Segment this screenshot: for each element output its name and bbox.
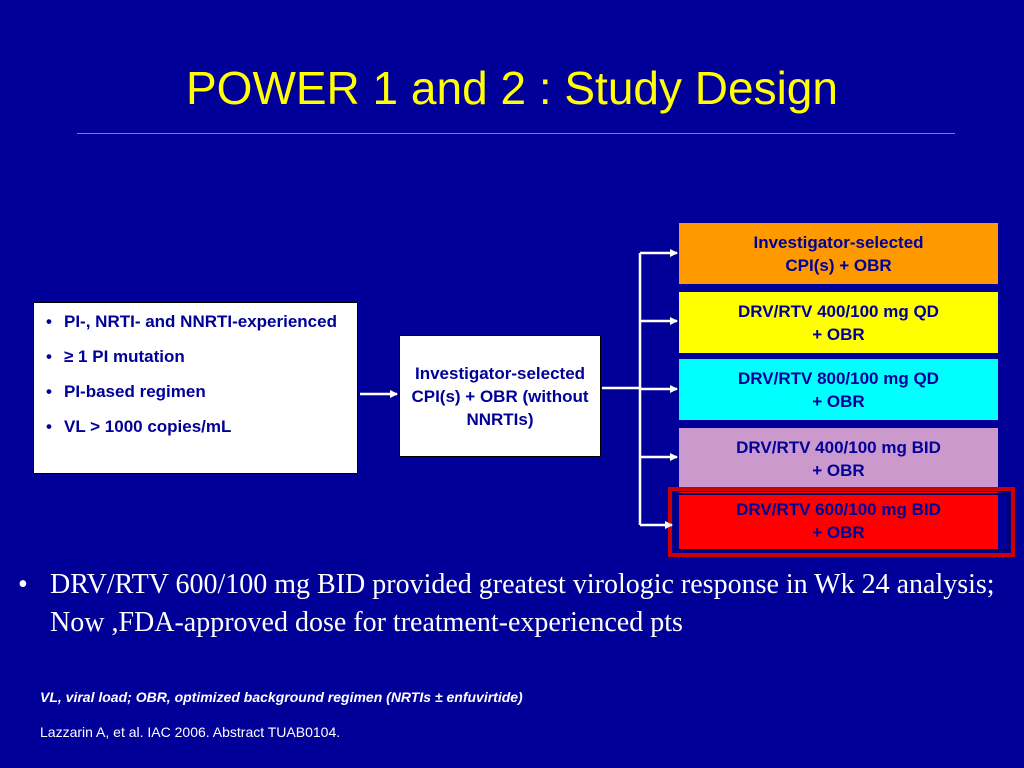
arm-box-investigator-selected: Investigator-selected CPI(s) + OBR [679, 223, 998, 284]
criteria-item: • PI-based regimen [44, 380, 347, 403]
arm-label-line2: + OBR [812, 460, 865, 480]
inclusion-criteria-box: • PI-, NRTI- and NNRTI-experienced • ≥ 1 P… [33, 302, 358, 474]
citation-footnote: Lazzarin A, et al. IAC 2006. Abstract TU… [40, 724, 341, 740]
arm-box-drv-800-qd: DRV/RTV 800/100 mg QD + OBR [679, 359, 998, 420]
title-divider [77, 133, 955, 134]
arm-box-drv-600-bid: DRV/RTV 600/100 mg BID + OBR [679, 492, 998, 550]
lead-in-box: Investigator-selected CPI(s) + OBR (with… [399, 335, 601, 457]
inclusion-criteria-list: • PI-, NRTI- and NNRTI-experienced • ≥ 1 P… [44, 310, 347, 438]
arm-label-line2: + OBR [812, 523, 865, 542]
arm-label-line1: DRV/RTV 600/100 mg BID [736, 500, 941, 519]
slide-title: POWER 1 and 2 : Study Design [186, 62, 838, 114]
arm-label-line1: DRV/RTV 400/100 mg QD [738, 301, 939, 321]
arm-label-line1: DRV/RTV 800/100 mg QD [738, 368, 939, 388]
arm-label-line1: Investigator-selected [753, 232, 924, 252]
arm-label-line2: + OBR [812, 391, 865, 411]
criteria-item-text: PI-, NRTI- and NNRTI-experienced [64, 312, 337, 331]
criteria-item-text: VL > 1000 copies/mL [64, 417, 232, 436]
arm-label-line2: CPI(s) + OBR [785, 255, 892, 275]
criteria-item-text: ≥ 1 PI mutation [64, 347, 185, 366]
bullet-icon: • [46, 347, 52, 366]
criteria-item: • ≥ 1 PI mutation [44, 345, 347, 368]
arm-box-drv-400-qd: DRV/RTV 400/100 mg QD + OBR [679, 292, 998, 353]
bullet-icon: • [46, 312, 52, 331]
arm-label-line1: DRV/RTV 400/100 mg BID [736, 437, 941, 457]
bullet-icon: • [46, 417, 52, 436]
lead-in-label: Investigator-selected CPI(s) + OBR (with… [411, 363, 589, 429]
bullet-icon: • [18, 569, 28, 600]
abbreviations-footnote: VL, viral load; OBR, optimized backgroun… [40, 689, 523, 705]
criteria-item-text: PI-based regimen [64, 382, 206, 401]
criteria-item: • VL > 1000 copies/mL [44, 415, 347, 438]
criteria-item: • PI-, NRTI- and NNRTI-experienced [44, 310, 347, 333]
conclusion-text: DRV/RTV 600/100 mg BID provided greatest… [50, 569, 995, 638]
arm-label-line2: + OBR [812, 324, 865, 344]
arm-box-drv-400-bid: DRV/RTV 400/100 mg BID + OBR [679, 428, 998, 489]
bullet-icon: • [46, 382, 52, 401]
conclusion-bullet: • DRV/RTV 600/100 mg BID provided greate… [18, 566, 1018, 642]
